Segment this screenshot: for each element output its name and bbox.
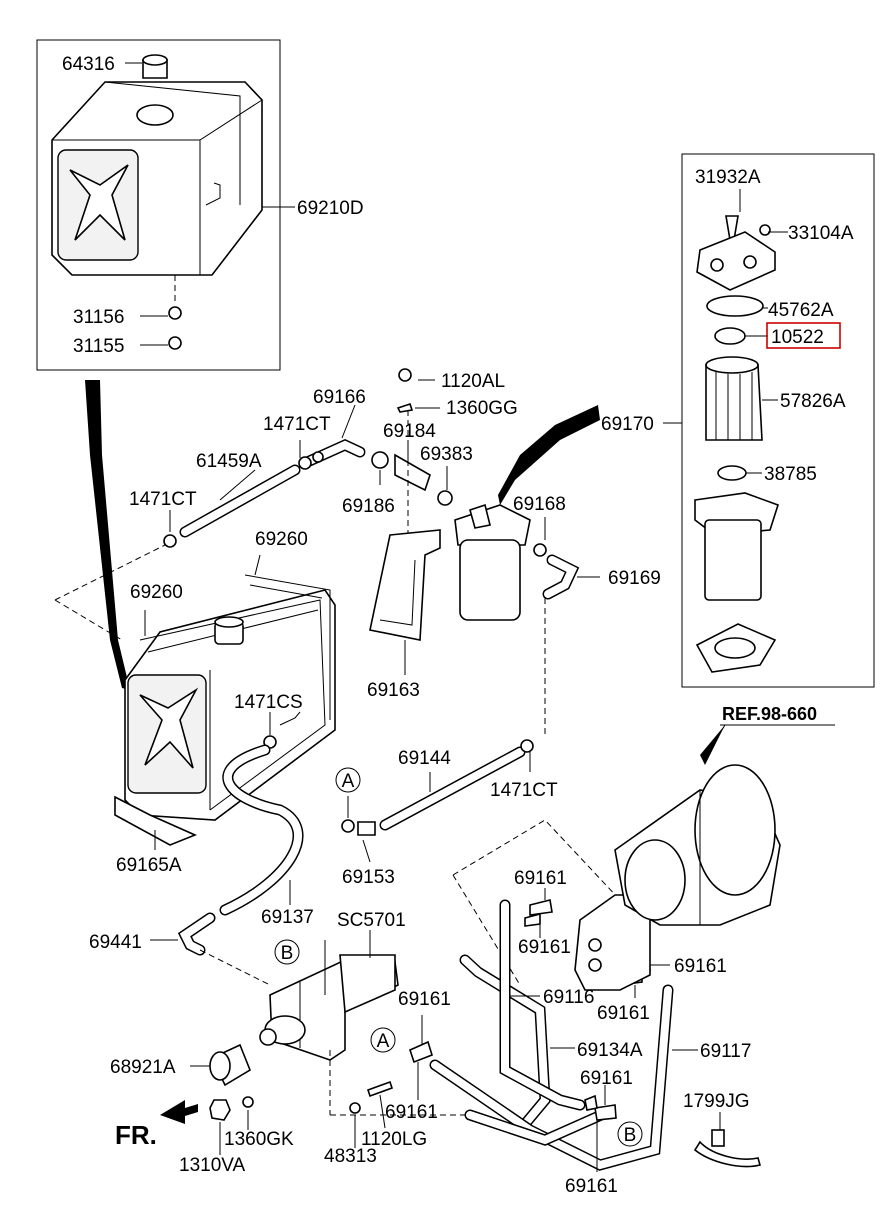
label-69161-h: 69161 [565, 1176, 618, 1197]
washer-48313 [349, 1102, 361, 1114]
filter-housing [454, 503, 531, 621]
front-arrow [160, 1100, 198, 1124]
label-SC5701: SC5701 [337, 910, 406, 931]
fuel-tank-main [124, 574, 336, 821]
label-69161-f: 69161 [580, 1068, 633, 1089]
label-1360GK: 1360GK [224, 1129, 294, 1150]
filter-leader-arrow [498, 405, 600, 505]
bolt-1120LG [366, 1080, 394, 1098]
label-69165A: 69165A [116, 855, 182, 876]
label-1360GG: 1360GG [446, 398, 518, 419]
label-69161-b: 69161 [518, 937, 571, 958]
label-69161-g: 69161 [385, 1102, 438, 1123]
label-31156: 31156 [73, 307, 124, 328]
svg-text:A: A [342, 771, 355, 792]
callout-A1: A [335, 767, 361, 793]
highlight-box-10522 [766, 322, 841, 349]
label-69163: 69163 [367, 680, 420, 701]
upper-hoses [163, 438, 366, 548]
label-69169: 69169 [608, 568, 661, 589]
label-31932A: 31932A [695, 167, 761, 188]
label-69116: 69116 [543, 987, 594, 1008]
inset-leader-arrow [85, 380, 130, 690]
fuel-tank-inset [51, 54, 263, 350]
pump-assembly [259, 940, 399, 1061]
label-10522: 10522 [771, 327, 824, 348]
callout-B1: B [274, 939, 300, 965]
label-57826A: 57826A [780, 391, 846, 412]
label-69186: 69186 [342, 496, 395, 517]
label-69260-a: 69260 [255, 529, 308, 550]
label-69161-e: 69161 [398, 989, 451, 1010]
washer-1360GK [242, 1096, 254, 1108]
fitting-69153 [341, 819, 376, 836]
filter-inset-frame [681, 153, 875, 688]
label-69137: 69137 [261, 907, 314, 928]
label-69383: 69383 [420, 444, 473, 465]
callout-A2: A [370, 1027, 396, 1053]
label-69161-d: 69161 [597, 1003, 650, 1024]
label-69117: 69117 [700, 1041, 751, 1062]
label-69134A: 69134A [577, 1040, 643, 1061]
label-48313: 48313 [324, 1146, 377, 1167]
label-68921A: 68921A [110, 1057, 176, 1078]
label-69153: 69153 [342, 867, 395, 888]
bushing-68921A [209, 1043, 251, 1087]
label-1310VA: 1310VA [179, 1155, 246, 1176]
filter-parts [694, 215, 779, 673]
label-69170: 69170 [601, 414, 654, 435]
nut-1310VA [209, 1099, 231, 1121]
svg-text:B: B [624, 1125, 637, 1146]
callout-B2: B [617, 1121, 643, 1147]
label-69166: 69166 [313, 387, 366, 408]
label-1471CT-c: 1471CT [490, 780, 558, 801]
label-38785: 38785 [764, 464, 817, 485]
label-69441: 69441 [89, 932, 142, 953]
strap-1799JG [693, 1140, 761, 1168]
label-64316: 64316 [62, 54, 115, 75]
bracket-69163 [369, 529, 441, 641]
label-69161-c: 69161 [674, 956, 727, 977]
label-69168: 69168 [513, 494, 566, 515]
label-1120LG: 1120LG [361, 1129, 427, 1150]
svg-text:A: A [377, 1031, 390, 1052]
label-1471CT-b: 1471CT [129, 489, 197, 510]
label-1799JG: 1799JG [683, 1091, 750, 1112]
label-69161-a: 69161 [514, 868, 567, 889]
label-ref-98-660: REF.98-660 [722, 704, 817, 724]
label-31155: 31155 [73, 336, 124, 357]
tank-strap-69165A [114, 795, 198, 846]
label-69144: 69144 [398, 748, 451, 769]
label-1120AL: 1120AL [441, 371, 505, 392]
label-1471CT-a: 1471CT [263, 414, 331, 435]
label-69184: 69184 [383, 421, 436, 442]
label-61459A: 61459A [196, 451, 262, 472]
label-69260-b: 69260 [130, 582, 183, 603]
label-1471CS: 1471CS [234, 692, 303, 713]
motor-ref-98-660 [574, 764, 781, 991]
label-33104A: 33104A [788, 223, 854, 244]
label-front: FR. [115, 1120, 157, 1150]
tank-inset-frame [36, 39, 281, 371]
svg-text:B: B [281, 943, 294, 964]
label-69210D: 69210D [297, 198, 364, 219]
label-45762A: 45762A [768, 300, 834, 321]
